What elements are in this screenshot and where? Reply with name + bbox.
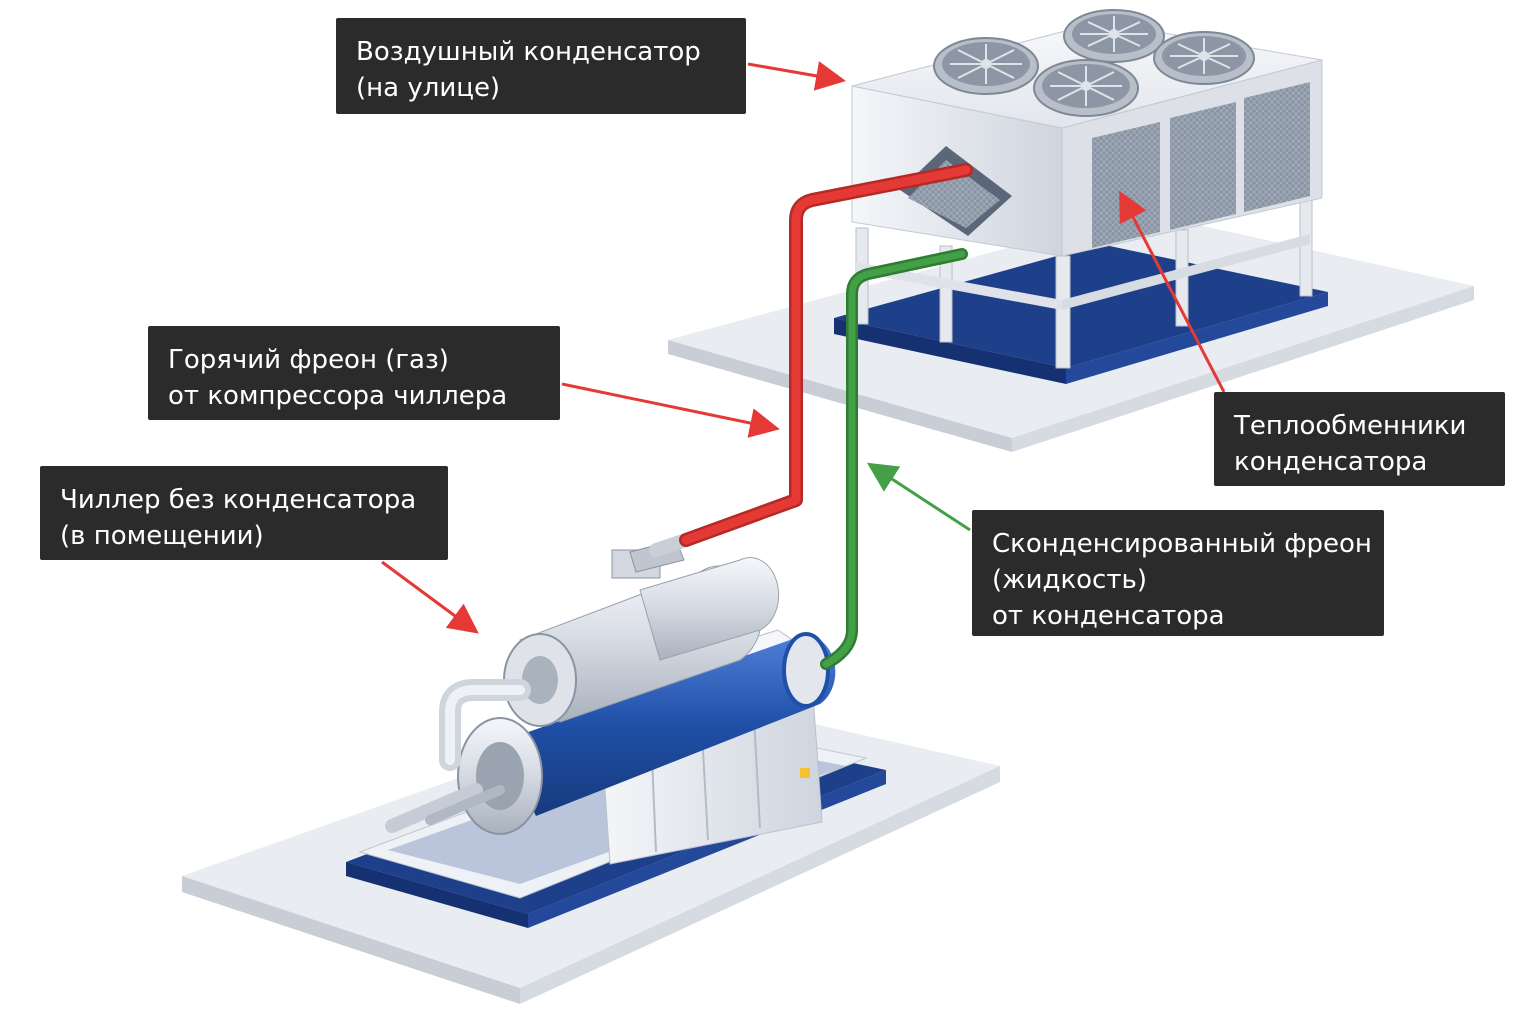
arrow-chiller [381, 560, 479, 634]
hot-gas-line-highlight [681, 165, 971, 545]
label-chiller: Чиллер без конденсатора (в помещении) [40, 466, 448, 560]
air-condenser-unit [834, 9, 1328, 384]
liquid-line-highlight [822, 250, 966, 668]
label-air-condenser-line-2: (на улице) [356, 73, 501, 103]
label-hot-freon-line-1: Горячий фреон (газ) [168, 345, 449, 375]
label-condensed-freon-line-3: от конденсатора [992, 601, 1225, 631]
arrow-condenser [747, 61, 846, 91]
arrow-heat-exchangers [1119, 190, 1226, 393]
fan-icon [1063, 9, 1165, 63]
fan-icon [933, 37, 1039, 95]
label-air-condenser-line-1: Воздушный конденсатор [356, 37, 701, 67]
chiller-unit [346, 533, 886, 928]
arrow-condensed-freon [866, 462, 971, 532]
label-hot-freon: Горячий фреон (газ) от компрессора чилле… [148, 326, 560, 420]
arrow-hot-freon [561, 382, 780, 438]
label-chiller-line-2: (в помещении) [60, 521, 264, 551]
label-condensed-freon-line-1: Сконденсированный фреон [992, 529, 1372, 559]
label-air-condenser: Воздушный конденсатор (на улице) [336, 18, 746, 114]
fan-icon [1033, 59, 1139, 117]
label-condensed-freon: Сконденсированный фреон (жидкость) от ко… [972, 510, 1384, 636]
label-hot-freon-line-2: от компрессора чиллера [168, 381, 508, 411]
label-heat-exchangers-line-2: конденсатора [1234, 447, 1428, 477]
label-heat-exchangers-line-1: Теплообменники [1234, 411, 1467, 441]
label-condensed-freon-line-2: (жидкость) [992, 565, 1147, 595]
fan-icon [1153, 31, 1255, 85]
label-chiller-line-1: Чиллер без конденсатора [60, 485, 417, 515]
label-heat-exchangers: Теплообменники конденсатора [1214, 392, 1505, 486]
